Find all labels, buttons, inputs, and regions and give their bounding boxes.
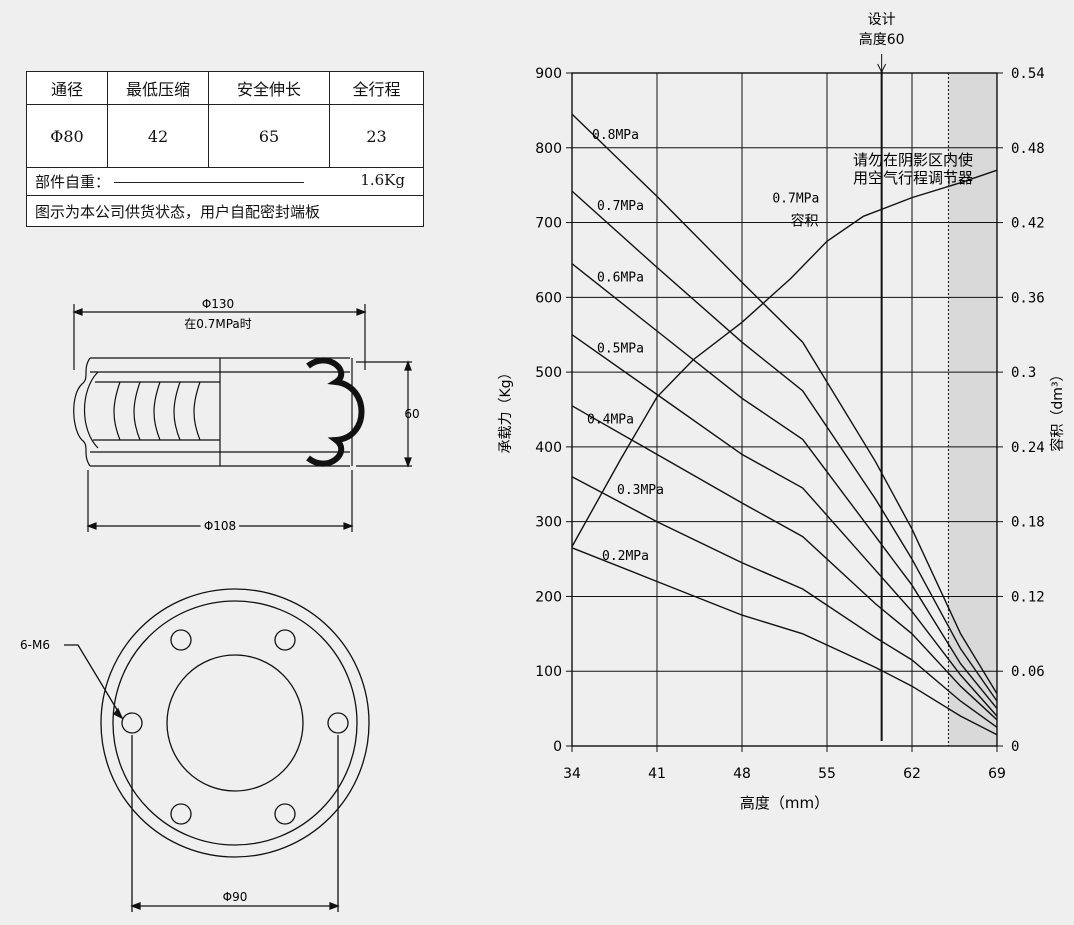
design-height-arrow: [877, 54, 887, 74]
plan-view-drawing: 6-M6 Φ90: [20, 588, 370, 912]
plot-frame: [571, 72, 998, 747]
series-label: 0.6MPa: [597, 270, 644, 285]
y-axis-label: 承载力（Kg）: [498, 365, 514, 453]
x-axis-label: 高度（mm）: [740, 794, 829, 812]
x-tick-labels: 34 41 48 55 62 69: [563, 766, 1006, 782]
y-tick-label: 800: [535, 141, 562, 157]
y2-tick-label: 0.24: [1011, 440, 1045, 456]
x-tick-label: 69: [988, 766, 1006, 782]
series-label: 0.4MPa: [587, 413, 634, 428]
series-line-0.3MPa: [571, 476, 998, 728]
series-line-0.2MPa: [571, 547, 998, 736]
y2-axis-label: 容积（dm³）: [1049, 367, 1066, 451]
volume-series-label-2: 容积: [791, 213, 819, 230]
series-line-0.8MPa: [571, 113, 998, 695]
spec-value-bore: Φ80: [26, 104, 108, 168]
y2-tick-label: 0.42: [1011, 216, 1045, 232]
spec-value-min-compression: 42: [107, 104, 209, 168]
y-tick-label: 900: [535, 66, 562, 82]
y2-tick-label: 0.18: [1011, 515, 1045, 531]
design-height-label-2: 高度60: [859, 31, 905, 48]
series-line-0.5MPa: [571, 334, 998, 717]
load-series-labels: 0.8MPa 0.7MPa 0.6MPa 0.5MPa 0.4MPa 0.3MPa 0.2M…: [587, 128, 664, 564]
y2-tick-label: 0.3: [1011, 365, 1036, 381]
series-line-0.6MPa: [571, 263, 998, 710]
y-tick-labels: 0 100 200 300 400 500 600 700 800 900: [535, 66, 562, 755]
y-tick-label: 700: [535, 216, 562, 232]
series-label: 0.3MPa: [617, 483, 664, 498]
y-tick-label: 200: [535, 589, 562, 605]
y2-tick-labels: 0 0.06 0.12 0.18 0.24 0.3 0.36 0.42 0.48 0.54: [1011, 66, 1045, 755]
load-height-chart: 0 100 200 300 400 500 600 700 800 900 0 0.06 0.12 0.…: [498, 12, 1066, 812]
spec-header-min-compression: 最低压缩: [107, 71, 209, 105]
x-tick-label: 62: [903, 766, 921, 782]
y2-tick-label: 0: [1011, 739, 1019, 755]
side-bottom-dim: Φ108: [204, 519, 236, 533]
spec-header-safe-extension: 安全伸长: [208, 71, 330, 105]
spec-weight-row: 部件自重： 1.6Kg: [26, 167, 424, 196]
y2-tick-label: 0.06: [1011, 664, 1045, 680]
plan-bolt-label: 6-M6: [20, 638, 50, 652]
series-label: 0.2MPa: [602, 549, 649, 564]
y-tick-label: 100: [535, 664, 562, 680]
spec-weight-label: 部件自重：: [35, 173, 111, 191]
y-tick-label: 300: [535, 515, 562, 531]
y-tick-label: 500: [535, 365, 562, 381]
x-tick-label: 48: [733, 766, 751, 782]
y2-tick-label: 0.54: [1011, 66, 1045, 82]
side-top-dim-note: 在0.7MPa时: [184, 317, 252, 331]
y2-tick-label: 0.36: [1011, 290, 1045, 306]
y2-tick-label: 0.12: [1011, 589, 1045, 605]
plan-pcd-dim: Φ90: [223, 890, 248, 904]
spec-note: 图示为本公司供货状态，用户自配密封端板: [26, 195, 424, 227]
spec-header-full-stroke: 全行程: [329, 71, 424, 105]
series-label: 0.5MPa: [597, 342, 644, 357]
y-tick-label: 400: [535, 440, 562, 456]
y-tick-label: 0: [553, 739, 562, 755]
series-label: 0.7MPa: [597, 199, 644, 214]
x-tick-label: 34: [563, 766, 581, 782]
spec-value-full-stroke: 23: [329, 104, 424, 168]
series-line-0.7MPa: [571, 190, 998, 702]
spec-header-bore: 通径: [26, 71, 108, 105]
shade-note-line-1: 请勿在阴影区内使: [853, 151, 973, 169]
x-tick-label: 41: [648, 766, 666, 782]
y2-tick-label: 0.48: [1011, 141, 1045, 157]
design-height-label-1: 设计: [868, 12, 896, 28]
side-top-dim: Φ130: [202, 297, 234, 311]
load-series: [571, 113, 998, 736]
x-tick-label: 55: [818, 766, 836, 782]
series-label: 0.8MPa: [592, 128, 639, 143]
series-line-0.4MPa: [571, 405, 998, 721]
spec-weight-value: 1.6Kg: [360, 171, 405, 189]
spec-table: 通径 最低压缩 安全伸长 全行程 Φ80 42 65 23 部件自重： 1.6K…: [26, 71, 424, 227]
side-height-dim: 60: [404, 407, 419, 421]
shade-region: [948, 73, 997, 746]
volume-series-label: 0.7MPa: [772, 192, 819, 207]
volume-curve: [571, 169, 998, 547]
spec-value-safe-extension: 65: [208, 104, 330, 168]
spec-weight-leader: [114, 182, 305, 183]
y-tick-label: 600: [535, 290, 562, 306]
side-view-drawing: Φ130 在0.7MPa时 60 Φ108: [72, 297, 420, 537]
shade-note-line-2: 用空气行程调节器: [853, 169, 973, 187]
